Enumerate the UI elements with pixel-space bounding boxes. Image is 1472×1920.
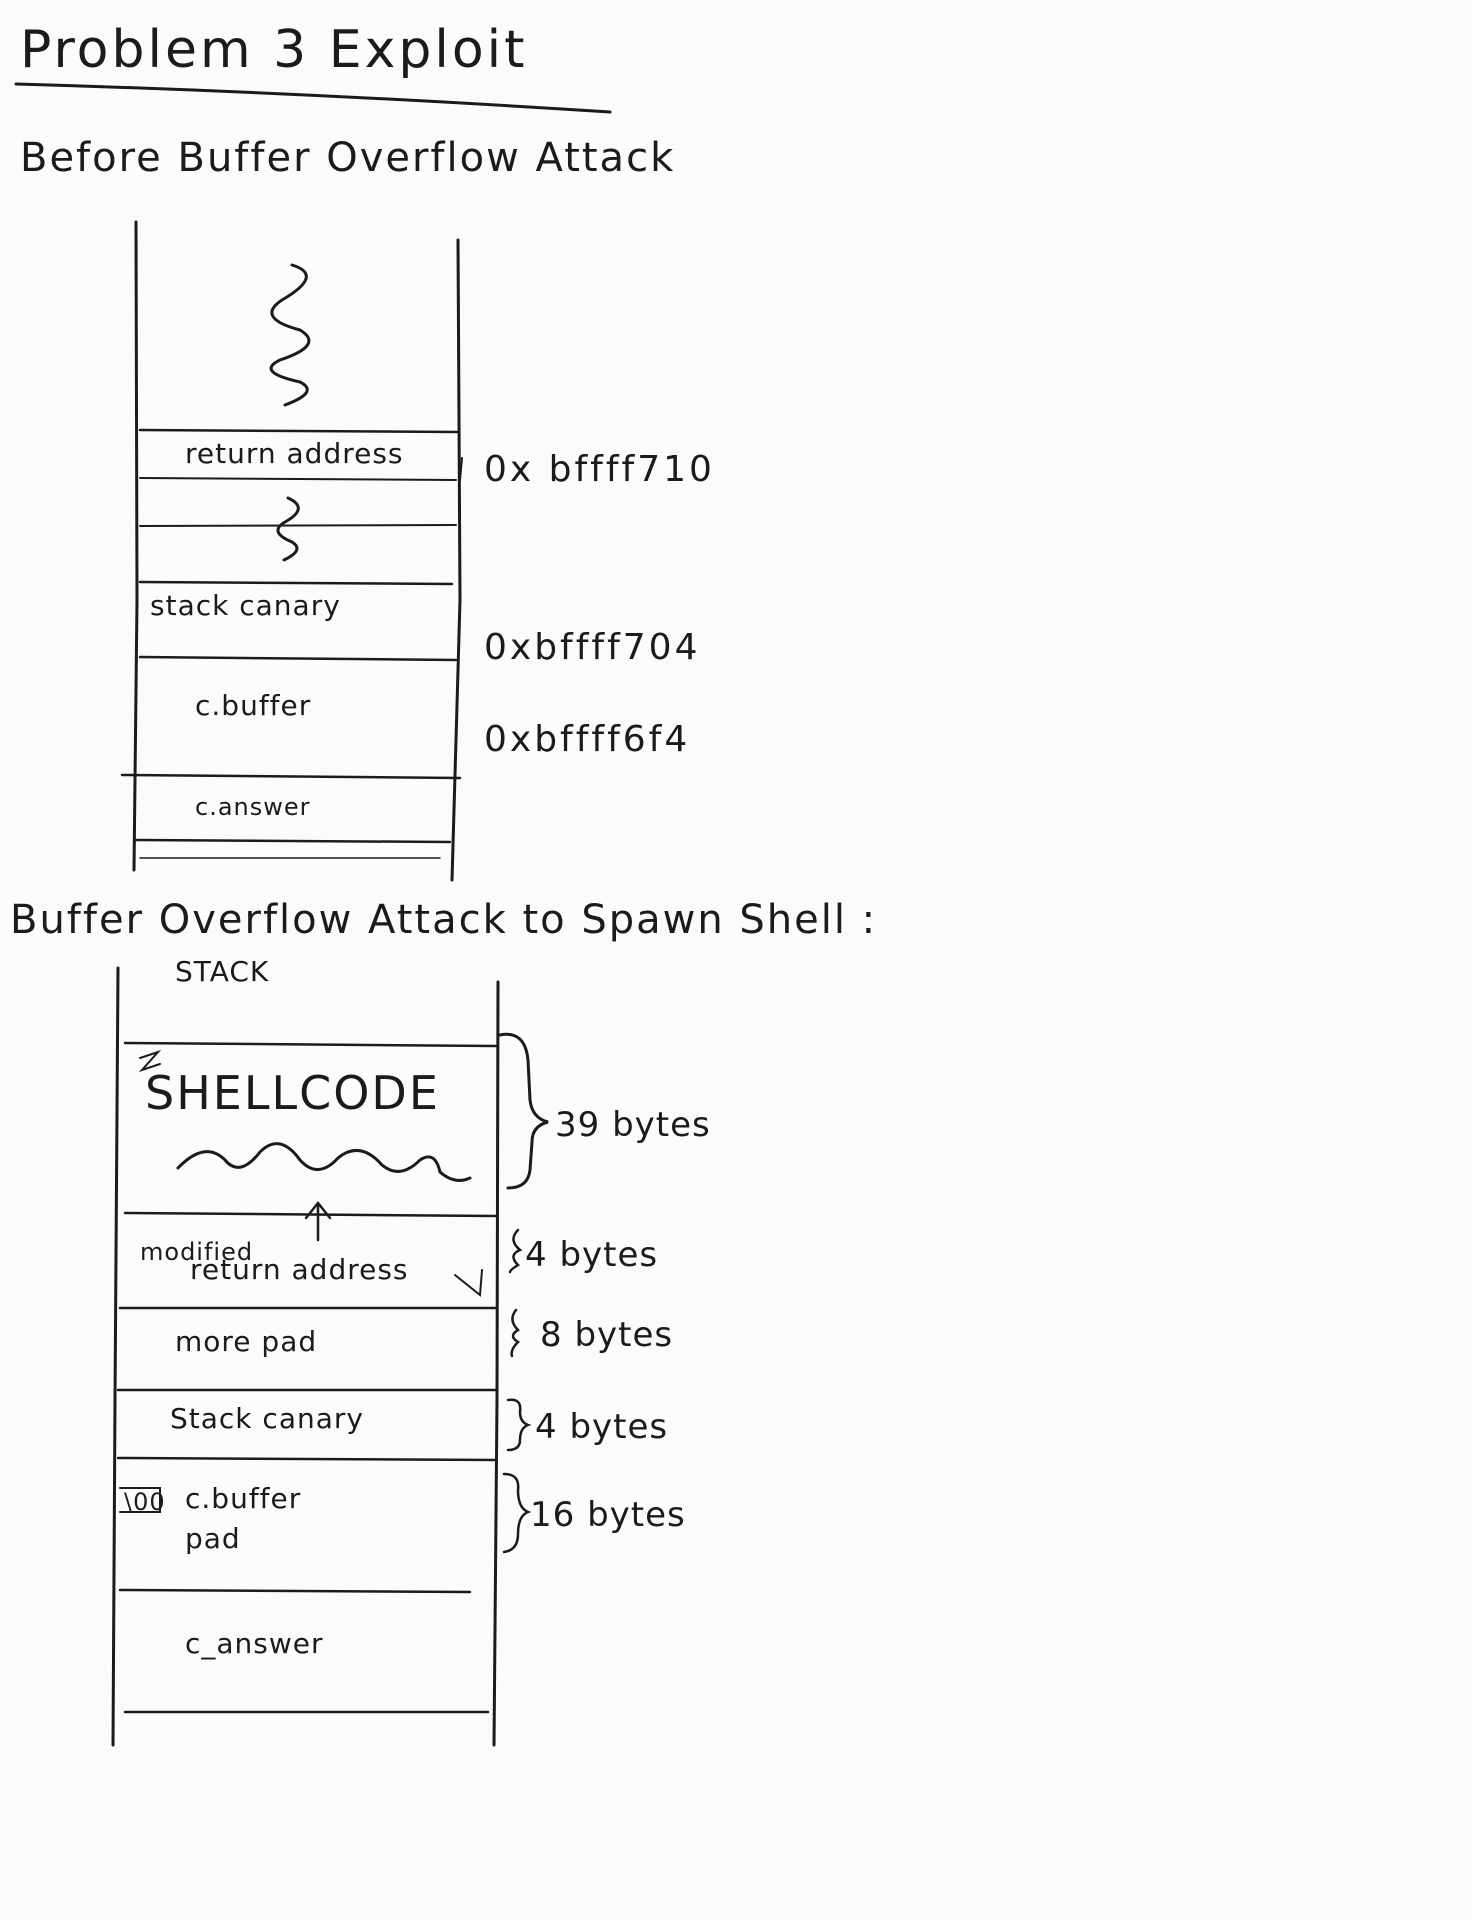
pointer-arrow — [304, 1200, 332, 1242]
more-pad-size: 8 bytes — [540, 1315, 674, 1355]
page-title: Problem 3 Exploit — [20, 20, 528, 80]
before-row-c-answer: c.answer — [195, 793, 311, 821]
before-divider-3 — [139, 524, 457, 527]
attack-divider-1 — [123, 1211, 498, 1218]
attack-pad-label: pad — [185, 1522, 241, 1555]
before-heading: Before Buffer Overflow Attack — [20, 135, 676, 181]
stack-label: STACK — [175, 955, 270, 988]
null-marker-box — [119, 1487, 161, 1513]
attack-c-answer-label: c_answer — [185, 1627, 324, 1660]
address-tick — [459, 457, 463, 481]
corner-mark — [138, 1049, 162, 1073]
before-divider-1 — [138, 428, 460, 434]
before-divider-6 — [120, 773, 462, 780]
brace-4-bytes-canary — [506, 1398, 532, 1452]
before-divider-7 — [134, 838, 452, 844]
brace-39-bytes — [498, 1032, 549, 1190]
modified-return-address-label: return address — [190, 1253, 409, 1286]
return-address-underline — [454, 1269, 483, 1297]
squiggle-mid — [276, 496, 300, 562]
shellcode-size: 39 bytes — [555, 1105, 711, 1145]
attack-divider-4 — [116, 1456, 498, 1462]
brace-8-bytes — [510, 1308, 521, 1358]
attack-stack-left-wall — [111, 966, 120, 1747]
stack-canary-size: 4 bytes — [535, 1407, 669, 1447]
more-pad-label: more pad — [175, 1325, 318, 1358]
before-divider-4 — [138, 580, 454, 586]
shellcode-top-edge — [123, 1041, 498, 1048]
c-buffer-size: 16 bytes — [530, 1495, 686, 1535]
attack-heading: Buffer Overflow Attack to Spawn Shell : — [10, 897, 878, 943]
before-row-stack-canary: stack canary — [150, 589, 341, 622]
brace-16-bytes — [502, 1472, 532, 1554]
modified-label: modified — [140, 1238, 254, 1266]
return-address-size: 4 bytes — [525, 1235, 659, 1275]
squiggle-top — [269, 263, 311, 407]
attack-divider-5 — [118, 1588, 472, 1594]
attack-stack-right-wall — [492, 980, 500, 1747]
shellcode-label: SHELLCODE — [145, 1066, 440, 1120]
before-divider-5 — [138, 655, 458, 662]
null-byte-marker: \00 — [124, 1488, 166, 1516]
before-stack-right-wall — [450, 238, 462, 882]
attack-c-buffer-label: c.buffer — [185, 1482, 302, 1515]
return-address-value: 0x bffff710 — [484, 449, 715, 490]
stack-canary-address: 0xbffff704 — [484, 627, 701, 668]
before-stack-left-wall — [132, 220, 139, 872]
c-buffer-address: 0xbffff6f4 — [484, 719, 691, 760]
before-row-c-buffer: c.buffer — [195, 689, 312, 722]
shellcode-squiggle — [176, 1142, 472, 1182]
title-underline — [14, 82, 612, 114]
attack-stack-canary-label: Stack canary — [170, 1402, 364, 1435]
before-divider-2 — [139, 477, 457, 481]
before-row-return-address: return address — [185, 437, 404, 470]
brace-4-bytes-return — [508, 1228, 523, 1274]
